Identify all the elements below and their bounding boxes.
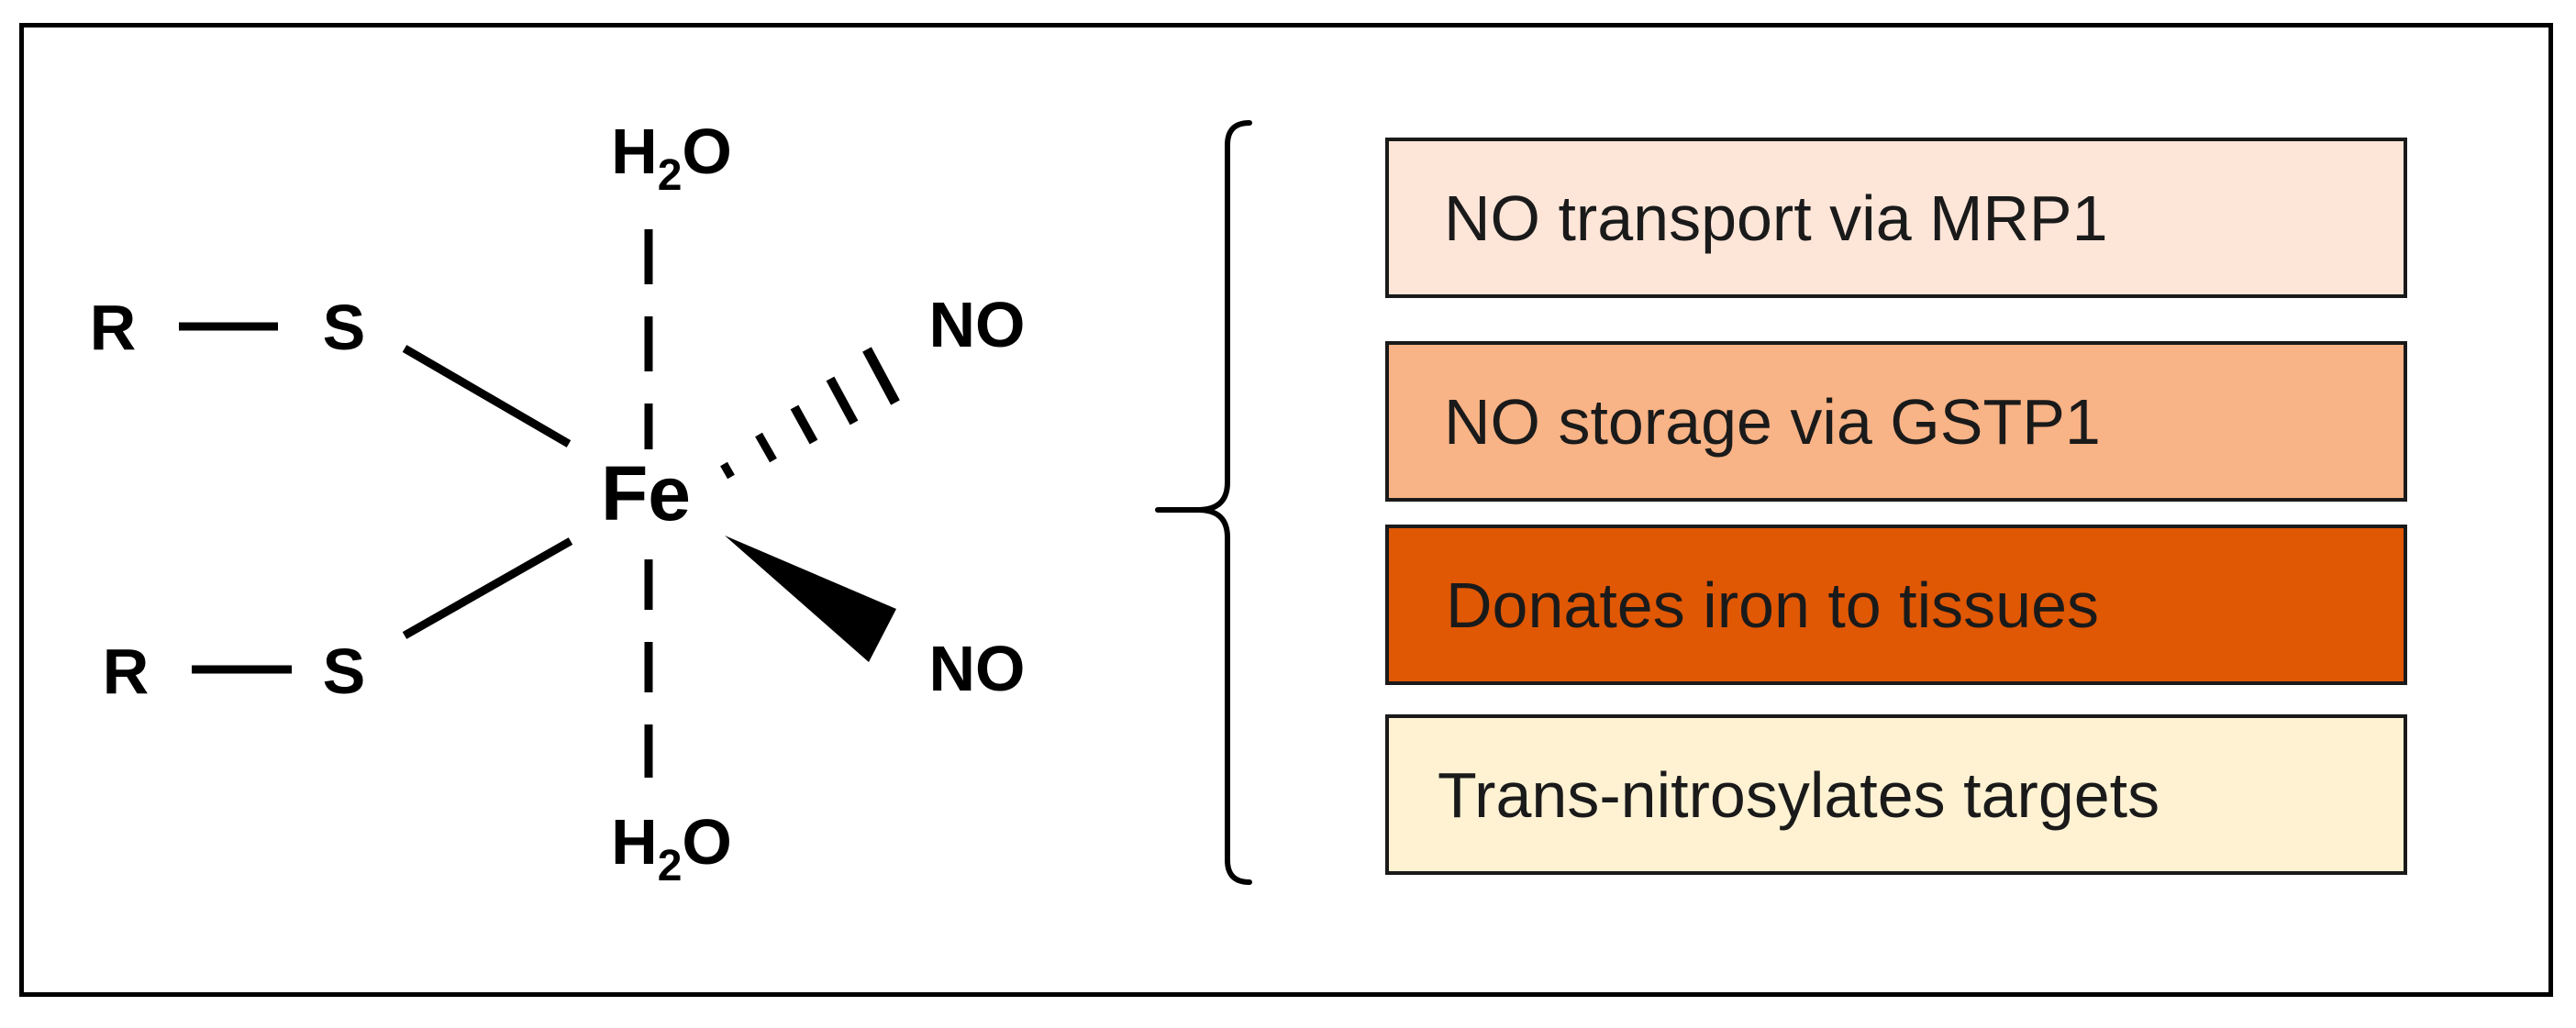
sulfur-atom-top: S xyxy=(323,292,366,363)
s-fe-bond-bottom xyxy=(402,537,573,639)
r-group-top: R xyxy=(90,292,137,363)
water-ligand-bottom: H2O xyxy=(611,806,732,890)
s-fe-bond-top xyxy=(402,345,572,448)
function-label: NO storage via GSTP1 xyxy=(1444,385,2101,458)
grouping-brace xyxy=(1155,120,1252,885)
r-group-bottom: R xyxy=(103,636,150,707)
water-ligand-top: H2O xyxy=(611,116,732,200)
function-box-no-transport: NO transport via MRP1 xyxy=(1385,138,2407,298)
figure-frame xyxy=(19,23,2553,997)
function-label: NO transport via MRP1 xyxy=(1444,182,2108,254)
no-ligand-top: NO xyxy=(929,289,1026,360)
sulfur-atom-bottom: S xyxy=(323,636,366,707)
function-box-iron-donation: Donates iron to tissues xyxy=(1385,525,2407,685)
function-label: Donates iron to tissues xyxy=(1446,569,2100,641)
fe-no-solid-wedge-bond xyxy=(725,536,896,662)
function-box-no-storage: NO storage via GSTP1 xyxy=(1385,341,2407,502)
function-label: Trans-nitrosylates targets xyxy=(1438,758,2160,831)
no-ligand-bottom: NO xyxy=(929,633,1026,704)
function-box-trans-nitrosylation: Trans-nitrosylates targets xyxy=(1385,714,2407,875)
iron-atom: Fe xyxy=(601,450,691,536)
fe-no-hashed-wedge-bond xyxy=(720,347,900,480)
